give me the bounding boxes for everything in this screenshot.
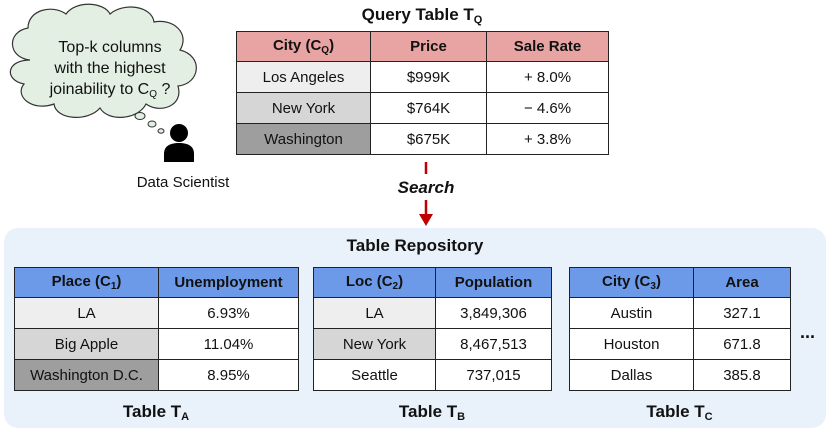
table-b-header-loc: Loc (C2) (313, 267, 436, 298)
query-table: City (CQ) Price Sale Rate Los Angeles $9… (236, 31, 609, 155)
table-c-header-city: City (C3) (569, 267, 694, 298)
search-label: Search (397, 178, 455, 197)
table-row: New York 8,467,513 (313, 328, 552, 360)
query-cell: New York (236, 92, 371, 124)
table-a-header-unemployment: Unemployment (158, 267, 299, 298)
table-a-cell: Washington D.C. (14, 359, 159, 391)
table-b-cell: 3,849,306 (435, 297, 552, 329)
table-c-cell: Dallas (569, 359, 694, 391)
table-b-header-row: Loc (C2) Population (313, 267, 552, 298)
table-a-header-row: Place (C1) Unemployment (14, 267, 299, 298)
table-row: Austin 327.1 (569, 297, 791, 329)
table-row: LA 3,849,306 (313, 297, 552, 329)
person-icon (164, 124, 194, 162)
table-c-cell: 671.8 (693, 328, 791, 360)
table-c-header-area: Area (693, 267, 791, 298)
table-c-header-row: City (C3) Area (569, 267, 791, 298)
query-table-title: Query Table TQ (361, 5, 483, 26)
table-row: Los Angeles $999K + 8.0% (236, 61, 609, 93)
query-cell: Washington (236, 123, 371, 155)
table-c-cell: Austin (569, 297, 694, 329)
table-b-cell: New York (313, 328, 436, 360)
table-a-cell: 8.95% (158, 359, 299, 391)
table-b-cell: 737,015 (435, 359, 552, 391)
query-header-row: City (CQ) Price Sale Rate (236, 31, 609, 62)
table-a-cell: 11.04% (158, 328, 299, 360)
query-header-sale-rate: Sale Rate (486, 31, 609, 62)
table-b-cell: Seattle (313, 359, 436, 391)
query-cell: $764K (370, 92, 487, 124)
table-row: Washington D.C. 8.95% (14, 359, 299, 391)
table-b: Loc (C2) Population LA 3,849,306 New Yor… (313, 267, 552, 391)
table-a-cell: Big Apple (14, 328, 159, 360)
query-cell: $999K (370, 61, 487, 93)
query-cell: + 8.0% (486, 61, 609, 93)
thought-line-1: Top-k columns (58, 39, 162, 56)
thought-cloud-icon (9, 3, 197, 134)
query-cell: + 3.8% (486, 123, 609, 155)
table-c: City (C3) Area Austin 327.1 Houston 671.… (569, 267, 791, 391)
query-cell: Los Angeles (236, 61, 371, 93)
table-b-cell: LA (313, 297, 436, 329)
table-c-cell: 385.8 (693, 359, 791, 391)
table-b-cell: 8,467,513 (435, 328, 552, 360)
thought-line-2: with the highest (54, 60, 166, 77)
thought-text: Top-k columns with the highest joinabili… (30, 37, 190, 105)
table-c-caption: Table TC (646, 402, 713, 423)
repository-title: Table Repository (346, 236, 484, 255)
table-row: Washington $675K + 3.8% (236, 123, 609, 155)
table-row: Houston 671.8 (569, 328, 791, 360)
query-cell: $675K (370, 123, 487, 155)
table-row: Seattle 737,015 (313, 359, 552, 391)
query-header-price: Price (370, 31, 487, 62)
table-a: Place (C1) Unemployment LA 6.93% Big App… (14, 267, 299, 391)
table-a-caption: Table TA (122, 402, 190, 423)
thought-line-3: joinability to CQ ? (49, 81, 171, 100)
arrow-down-icon (419, 162, 433, 226)
query-header-city: City (CQ) (236, 31, 371, 62)
table-row: Dallas 385.8 (569, 359, 791, 391)
table-row: LA 6.93% (14, 297, 299, 329)
table-a-cell: LA (14, 297, 159, 329)
table-b-caption: Table TB (398, 402, 466, 423)
table-c-cell: Houston (569, 328, 694, 360)
person-label: Data Scientist (136, 174, 230, 191)
query-cell: − 4.6% (486, 92, 609, 124)
more-tables-ellipsis: ... (800, 322, 816, 342)
table-c-cell: 327.1 (693, 297, 791, 329)
table-b-header-population: Population (435, 267, 552, 298)
table-a-header-place: Place (C1) (14, 267, 159, 298)
table-row: New York $764K − 4.6% (236, 92, 609, 124)
table-row: Big Apple 11.04% (14, 328, 299, 360)
table-a-cell: 6.93% (158, 297, 299, 329)
